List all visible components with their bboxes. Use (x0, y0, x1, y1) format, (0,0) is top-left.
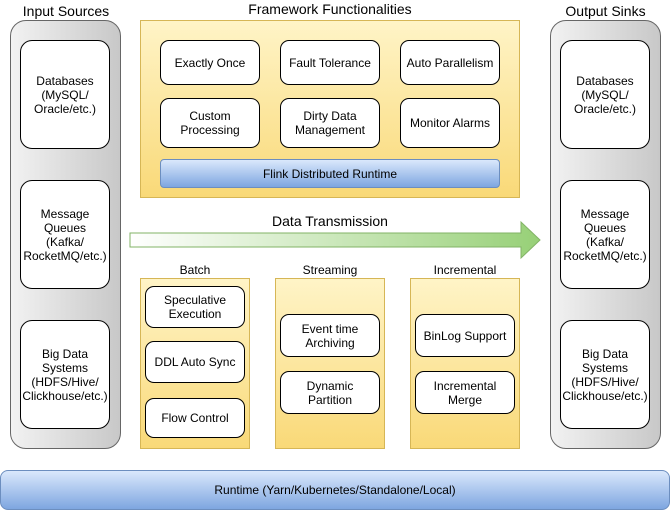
batch-title: Batch (179, 263, 211, 277)
incremental-title: Incremental (433, 263, 497, 277)
streaming-title: Streaming (302, 263, 358, 277)
data-transmission-label: Data Transmission (272, 213, 388, 229)
custom-processing-node: Custom Processing (160, 98, 260, 148)
speculative-execution-node: Speculative Execution (145, 286, 245, 328)
monitor-alarms-node: Monitor Alarms (400, 98, 500, 148)
framework-title: Framework Functionalities (248, 1, 412, 17)
input-message-queues-node: Message Queues (Kafka/ RocketMQ/etc.) (20, 180, 110, 289)
input-big-data-node: Big Data Systems (HDFS/Hive/ Clickhouse/… (20, 320, 110, 429)
streaming-panel (275, 278, 385, 449)
output-big-data-node: Big Data Systems (HDFS/Hive/ Clickhouse/… (560, 320, 650, 429)
ddl-auto-sync-node: DDL Auto Sync (145, 341, 245, 383)
output-sinks-title: Output Sinks (565, 3, 646, 19)
exactly-once-node: Exactly Once (160, 40, 260, 85)
binlog-support-node: BinLog Support (415, 314, 515, 357)
incremental-merge-node: Incremental Merge (415, 371, 515, 414)
flink-distributed-runtime-bar: Flink Distributed Runtime (160, 159, 500, 188)
output-databases-node: Databases (MySQL/ Oracle/etc.) (560, 40, 650, 149)
output-message-queues-node: Message Queues (Kafka/ RocketMQ/etc.) (560, 180, 650, 289)
fault-tolerance-node: Fault Tolerance (280, 40, 380, 85)
input-sources-title: Input Sources (22, 3, 110, 19)
flow-control-node: Flow Control (145, 398, 245, 438)
input-databases-node: Databases (MySQL/ Oracle/etc.) (20, 40, 110, 149)
auto-parallelism-node: Auto Parallelism (400, 40, 500, 85)
incremental-panel (410, 278, 520, 449)
dynamic-partition-node: Dynamic Partition (280, 371, 380, 414)
runtime-bar: Runtime (Yarn/Kubernetes/Standalone/Loca… (0, 470, 670, 510)
dirty-data-management-node: Dirty Data Management (280, 98, 380, 148)
event-time-archiving-node: Event time Archiving (280, 314, 380, 357)
